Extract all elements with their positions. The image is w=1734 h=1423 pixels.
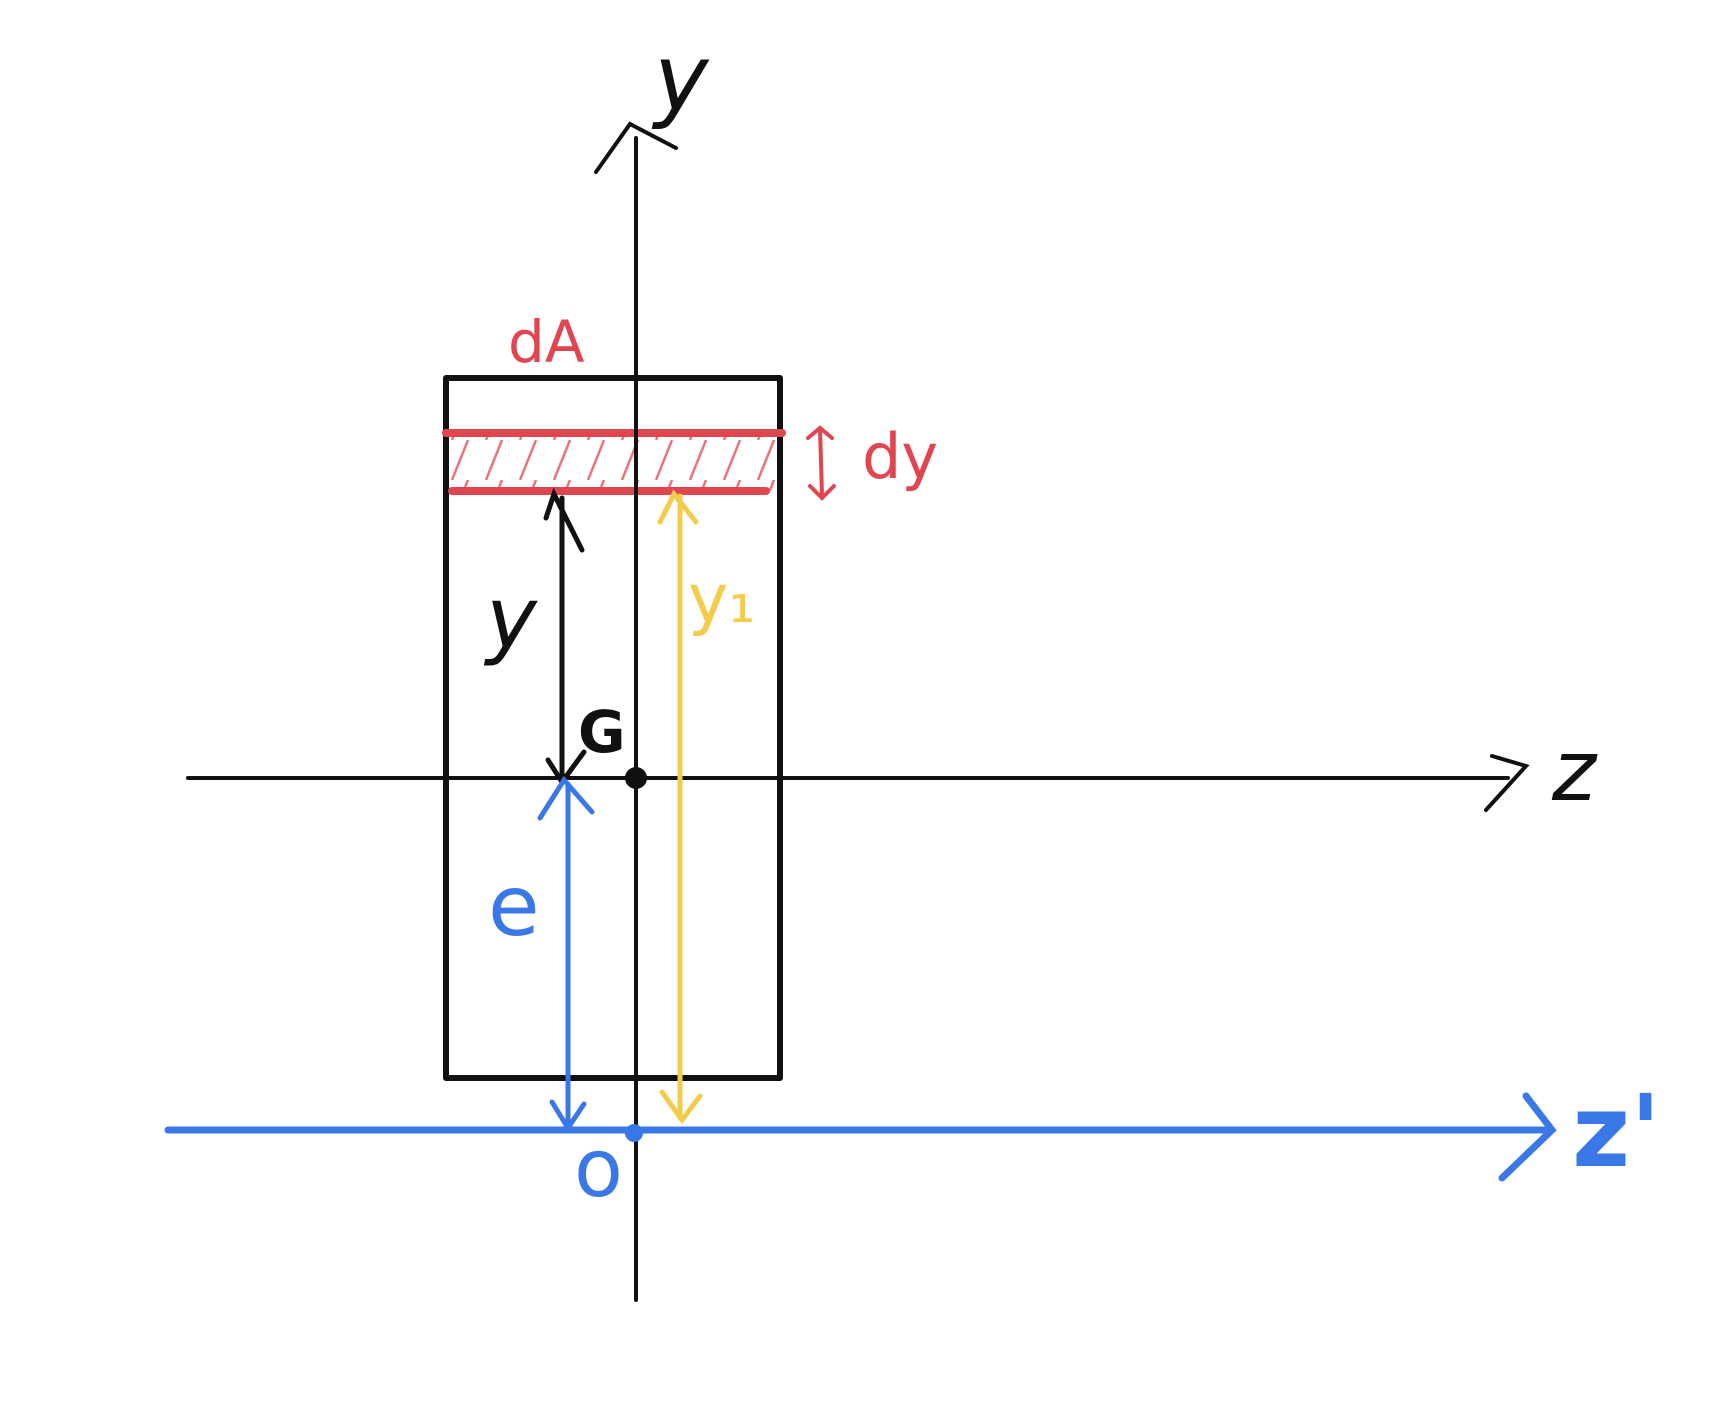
y-axis [594,121,678,1302]
cross-section-rectangle [443,375,783,1081]
z-axis-label: z [1551,722,1598,820]
centroid-label: G [578,698,626,766]
area-strip [442,429,786,495]
dy-arrow [806,425,836,501]
strip-height-label: dy [862,420,938,493]
area-element-label: dA [508,308,585,376]
distance-y1-arrow [657,489,703,1125]
offset-e-label: e [488,857,540,955]
z-axis [186,754,1530,812]
z-prime-axis-label: z' [1572,1073,1661,1190]
distance-y1-label: y₁ [688,560,756,639]
origin-label: o [574,1122,623,1215]
offset-e-arrow [537,775,595,1133]
z-prime-axis [164,1092,1557,1182]
centroid-point [625,767,647,789]
y-axis-label: y [651,25,710,132]
distance-y-label: y [483,569,538,669]
origin-point [625,1124,643,1142]
